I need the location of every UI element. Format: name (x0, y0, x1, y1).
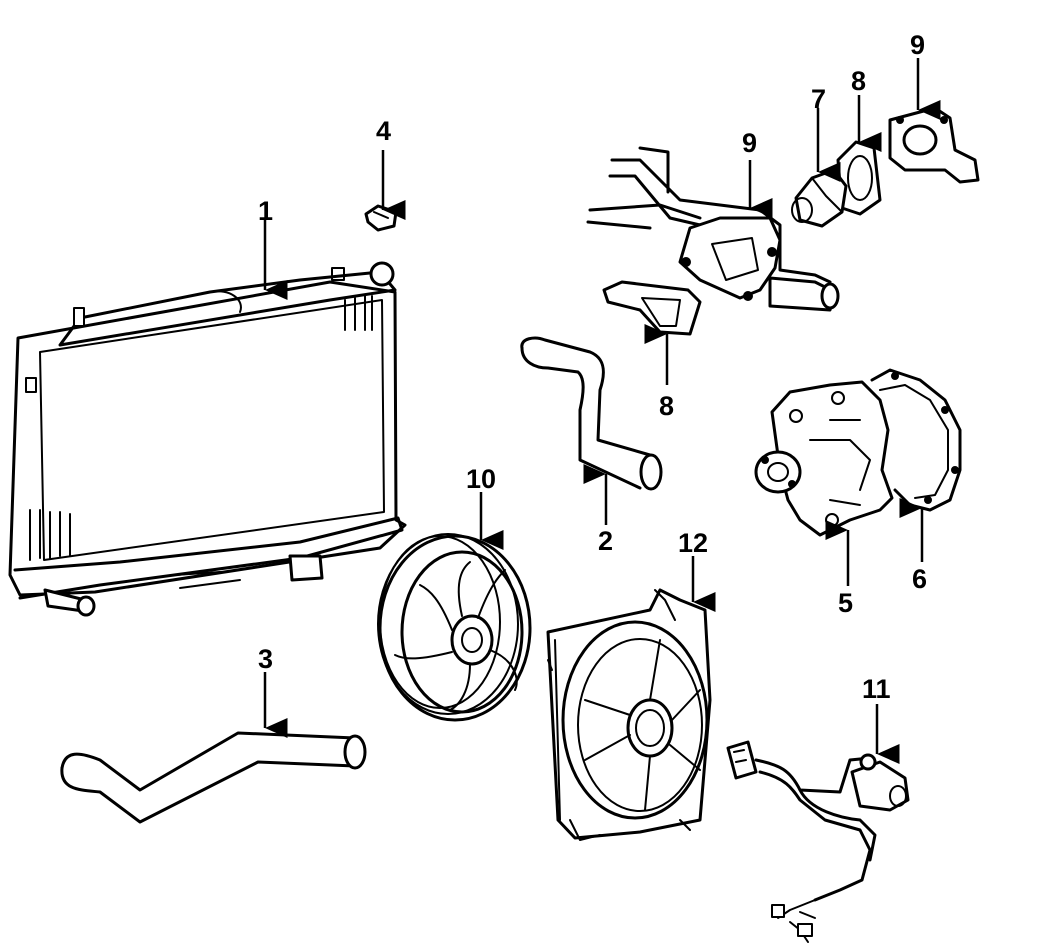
callout-7: 7 (811, 84, 826, 114)
callout-9a: 9 (742, 128, 757, 158)
callout-3: 3 (258, 644, 273, 674)
lower-radiator-hose (60, 731, 367, 824)
callout-labels: 1 4 9 7 8 9 8 2 10 12 3 5 6 11 (258, 30, 927, 704)
callout-lines (263, 58, 941, 764)
water-pump (754, 380, 894, 537)
thermostat-gasket (836, 140, 882, 216)
callout-1: 1 (258, 196, 273, 226)
callout-12: 12 (678, 528, 708, 558)
callout-2: 2 (598, 526, 613, 556)
upper-radiator-hose (520, 336, 663, 491)
cooling-fan (377, 533, 532, 722)
housing-gasket (602, 280, 702, 336)
thermostat-housing-cover (888, 106, 980, 184)
callout-5: 5 (838, 588, 853, 618)
callout-9b: 9 (910, 30, 925, 60)
callout-11: 11 (862, 674, 891, 704)
wiring-harness-sensor (726, 740, 910, 943)
thermostat (791, 168, 848, 228)
callout-10: 10 (466, 464, 496, 494)
callout-8a: 8 (851, 66, 866, 96)
callout-6: 6 (912, 564, 927, 594)
fan-shroud (546, 588, 712, 841)
callout-8b: 8 (659, 391, 674, 421)
radiator (8, 261, 407, 617)
mounting-bracket (364, 204, 398, 232)
callout-4: 4 (376, 116, 391, 146)
